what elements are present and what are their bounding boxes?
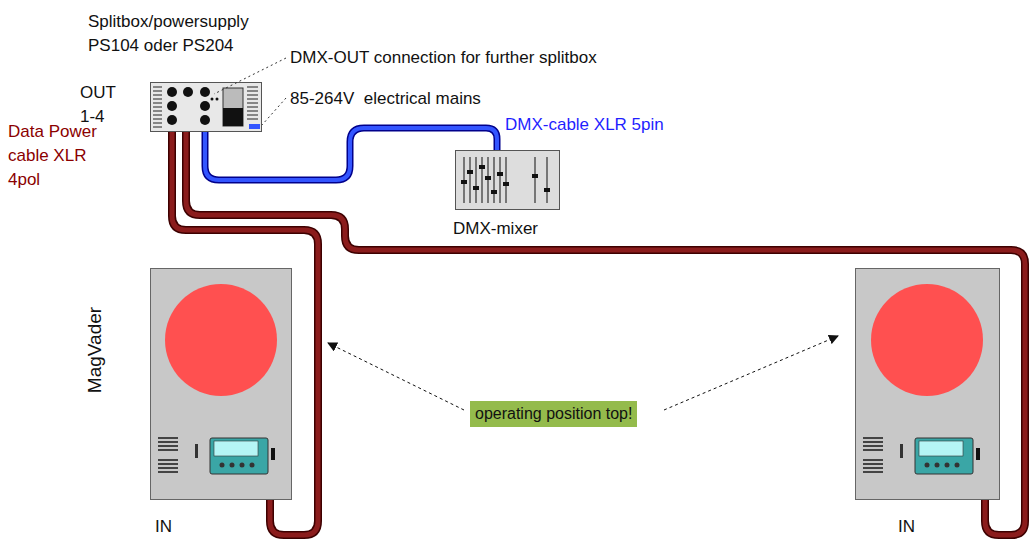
magvader-unit: MagVaderIN [150,268,292,500]
device-title: Splitbox/powersupply PS104 oder PS204 [88,10,262,58]
mixer-drawing [456,151,560,210]
splitbox-drawing [151,83,262,132]
callout-note: DMX-OUT connection for further splitbox [290,46,597,70]
cable-outline [205,128,497,180]
device-name: MagVader [83,307,107,393]
data-power-cable [186,132,1025,535]
cable-outline [186,132,1025,535]
splitbox: Splitbox/powersupply PS104 oder PS204OUT… [150,82,262,132]
port-label: OUT 1-4 [80,81,125,129]
cable-label: Data Power cable XLR 4pol [8,120,108,192]
input-label: IN [155,515,172,539]
cable-core [205,128,497,180]
data-power-cable [172,132,318,535]
magvader-unit: IN [855,268,1000,500]
cable-label: DMX-cable XLR 5pin [503,113,666,137]
input-label: IN [898,515,915,539]
callout-note: 85-264V electrical mains [290,87,481,111]
dmx-mixer: DMX-mixer [455,150,560,210]
cable-core [172,132,318,535]
warning-note: operating position top! [470,401,637,427]
device-label: DMX-mixer [453,217,538,241]
cable-core [186,132,1025,535]
magvader-drawing [856,269,1000,500]
dmx-cable [205,128,497,180]
cable-outline [172,132,318,535]
magvader-drawing [151,269,292,500]
